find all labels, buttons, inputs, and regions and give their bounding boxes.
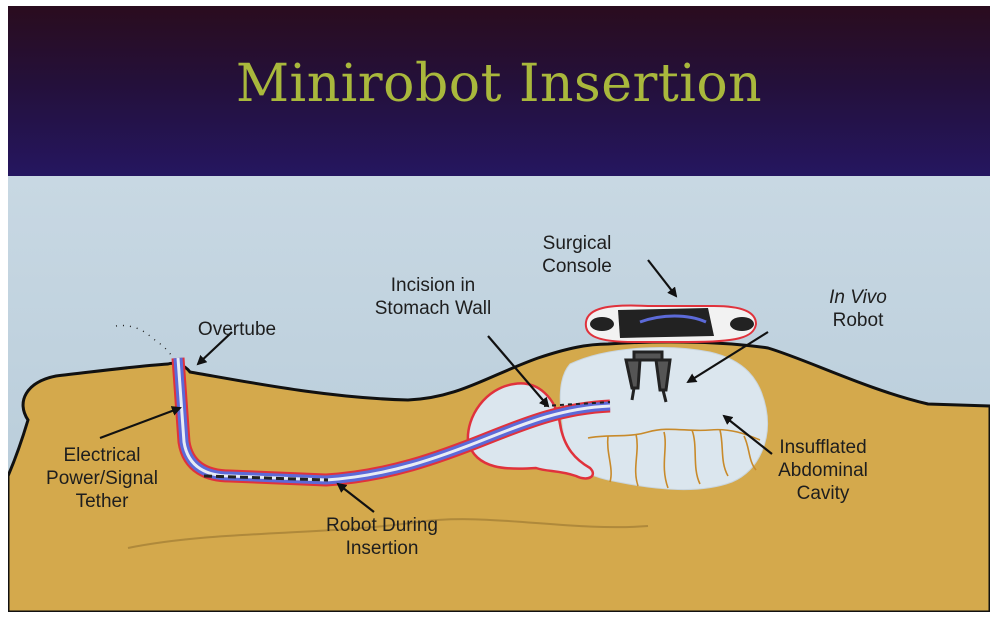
- label-line: Tether: [42, 490, 162, 513]
- label-line: Insertion: [312, 537, 452, 560]
- label-line: Surgical: [522, 232, 632, 255]
- label-incision: Incision in Stomach Wall: [358, 274, 508, 320]
- label-line: Electrical: [42, 444, 162, 467]
- label-line: Power/Signal: [42, 467, 162, 490]
- label-line: Cavity: [768, 482, 878, 505]
- label-line: Incision in: [358, 274, 508, 297]
- label-robot-during-insertion: Robot During Insertion: [312, 514, 452, 560]
- label-tether: Electrical Power/Signal Tether: [42, 444, 162, 513]
- surgical-console: [586, 306, 756, 342]
- label-line: Robot: [808, 309, 908, 332]
- label-line: Robot During: [312, 514, 452, 537]
- label-line: Insufflated: [768, 436, 878, 459]
- label-in-vivo-robot: In Vivo Robot: [808, 286, 908, 332]
- diagram-svg: [8, 176, 990, 612]
- diagram-panel: Surgical Console In Vivo Robot Incision …: [8, 176, 990, 612]
- label-line: Abdominal: [768, 459, 878, 482]
- label-surgical-console: Surgical Console: [522, 232, 632, 278]
- label-line: In Vivo: [808, 286, 908, 309]
- title-band: Minirobot Insertion: [8, 6, 990, 176]
- label-line: Console: [522, 255, 632, 278]
- label-overtube: Overtube: [184, 318, 290, 341]
- label-insufflated-cavity: Insufflated Abdominal Cavity: [768, 436, 878, 505]
- slide-title: Minirobot Insertion: [8, 54, 990, 114]
- label-line: Stomach Wall: [358, 297, 508, 320]
